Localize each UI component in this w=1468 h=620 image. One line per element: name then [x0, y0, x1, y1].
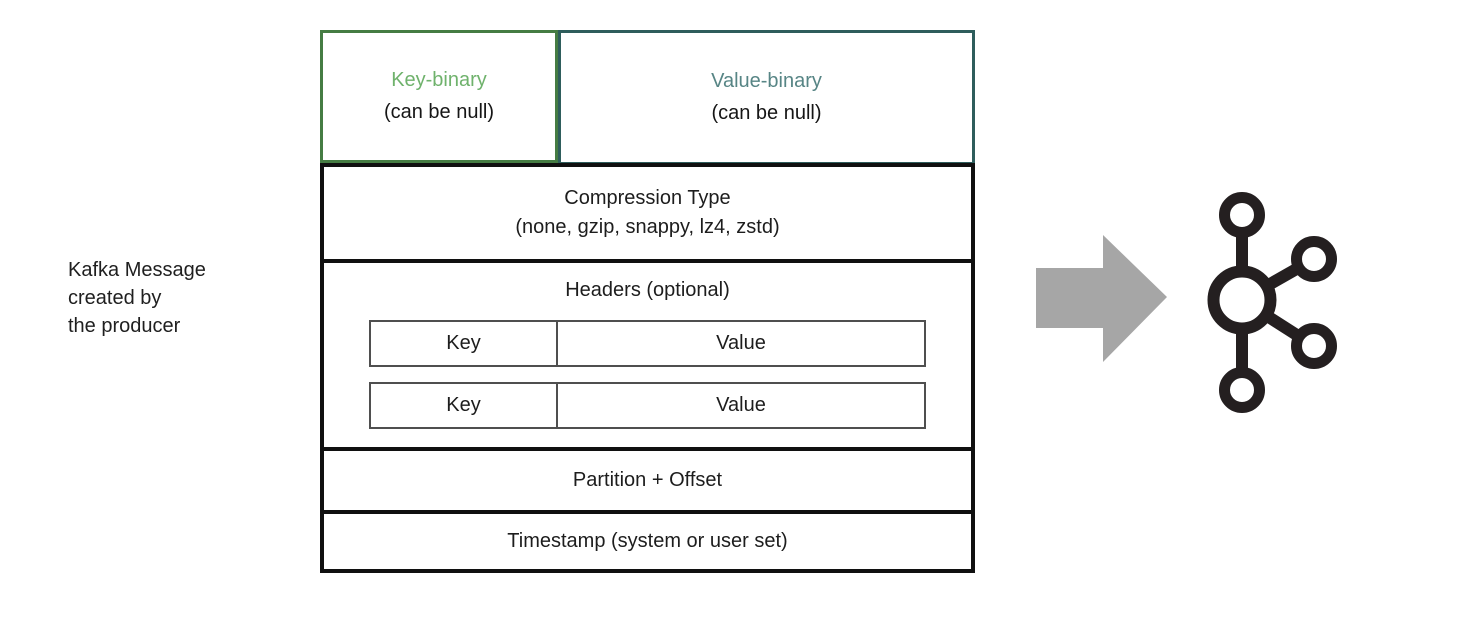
headers-row: Headers (optional) Key Value Key Value [324, 259, 971, 447]
caption-line: created by [68, 287, 162, 309]
value-binary-title: Value-binary [711, 70, 822, 92]
timestamp-label: Timestamp (system or user set) [507, 530, 788, 552]
message-field-stack: Compression Type (none, gzip, snappy, lz… [320, 163, 975, 573]
header-key-cell: Key [371, 322, 558, 365]
key-binary-box: Key-binary (can be null) [320, 30, 558, 163]
kafka-logo-strokes [1207, 192, 1337, 413]
kafka-logo-icon [1207, 192, 1337, 413]
compression-title: Compression Type [564, 187, 731, 209]
value-binary-note: (can be null) [711, 102, 822, 124]
caption-line: Kafka Message [68, 259, 206, 281]
compression-type-row: Compression Type (none, gzip, snappy, lz… [324, 167, 971, 259]
headers-title: Headers (optional) [565, 279, 730, 301]
key-binary-title: Key-binary [391, 69, 487, 91]
header-kv-rows: Key Value Key Value [369, 320, 926, 429]
right-arrow-shape [1036, 235, 1167, 362]
value-binary-box: Value-binary (can be null) [558, 30, 975, 165]
header-key-cell: Key [371, 384, 558, 427]
partition-offset-label: Partition + Offset [572, 469, 723, 491]
header-kv-row: Key Value [369, 320, 926, 367]
right-arrow-icon [1036, 235, 1167, 362]
timestamp-row: Timestamp (system or user set) [324, 510, 971, 569]
header-value-cell: Value [716, 394, 766, 416]
header-value-cell: Value [716, 332, 766, 354]
compression-note: (none, gzip, snappy, lz4, zstd) [515, 216, 780, 238]
header-kv-row: Key Value [369, 382, 926, 429]
caption-line: the producer [68, 315, 181, 337]
partition-offset-row: Partition + Offset [324, 447, 971, 510]
producer-caption: Kafka Message created by the producer [68, 256, 206, 340]
key-binary-note: (can be null) [383, 101, 495, 123]
